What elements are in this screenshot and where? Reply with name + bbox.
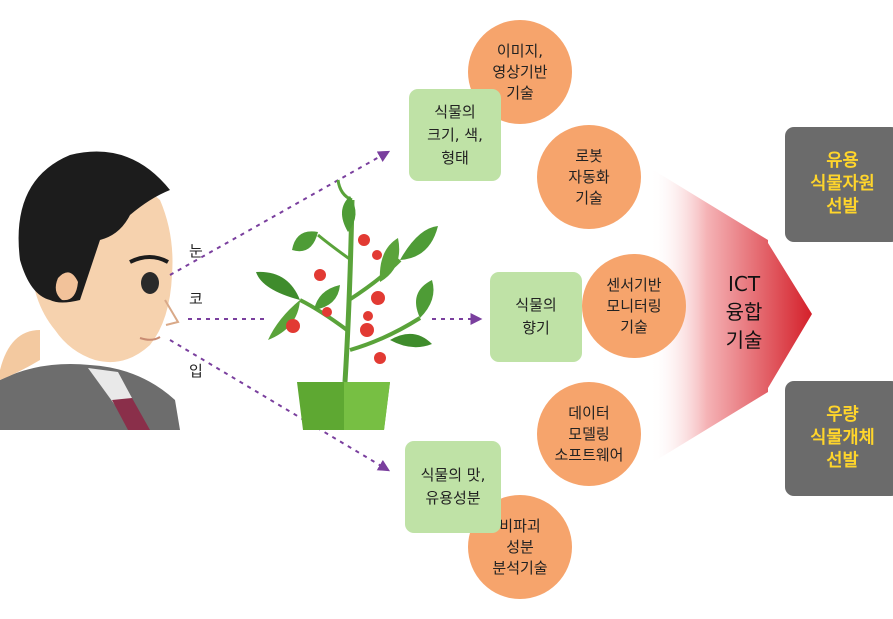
person-illustration xyxy=(0,151,180,430)
outcome-box-superior-selection: 우량 식물개체 선발 xyxy=(785,381,893,496)
measure-box-taste-components: 식물의 맛, 유용성분 xyxy=(405,441,501,533)
tech-circle-robot-automation: 로봇 자동화 기술 xyxy=(537,125,641,229)
tech-circle-image-video: 이미지, 영상기반 기술 xyxy=(468,20,572,124)
sense-label-mouth: 입 xyxy=(189,362,203,380)
measure-box-scent: 식물의 향기 xyxy=(490,272,582,362)
arrow-mouth-to-taste xyxy=(169,339,391,472)
tech-circle-sensor-monitoring: 센서기반 모니터링 기술 xyxy=(582,254,686,358)
tech-circle-data-modeling: 데이터 모델링 소프트웨어 xyxy=(537,382,641,486)
measure-box-size-color-shape: 식물의 크기, 색, 형태 xyxy=(409,89,501,181)
arrow-eye-to-size xyxy=(169,150,391,276)
outcome-box-useful-selection: 유용 식물자원 선발 xyxy=(785,127,893,242)
ict-convergence-label: ICT 융합 기술 xyxy=(725,272,763,352)
sense-label-nose: 코 xyxy=(189,290,203,308)
plant-illustration xyxy=(256,179,438,430)
sense-label-eye: 눈 xyxy=(189,242,203,260)
ict-convergence-arrow xyxy=(650,168,812,464)
